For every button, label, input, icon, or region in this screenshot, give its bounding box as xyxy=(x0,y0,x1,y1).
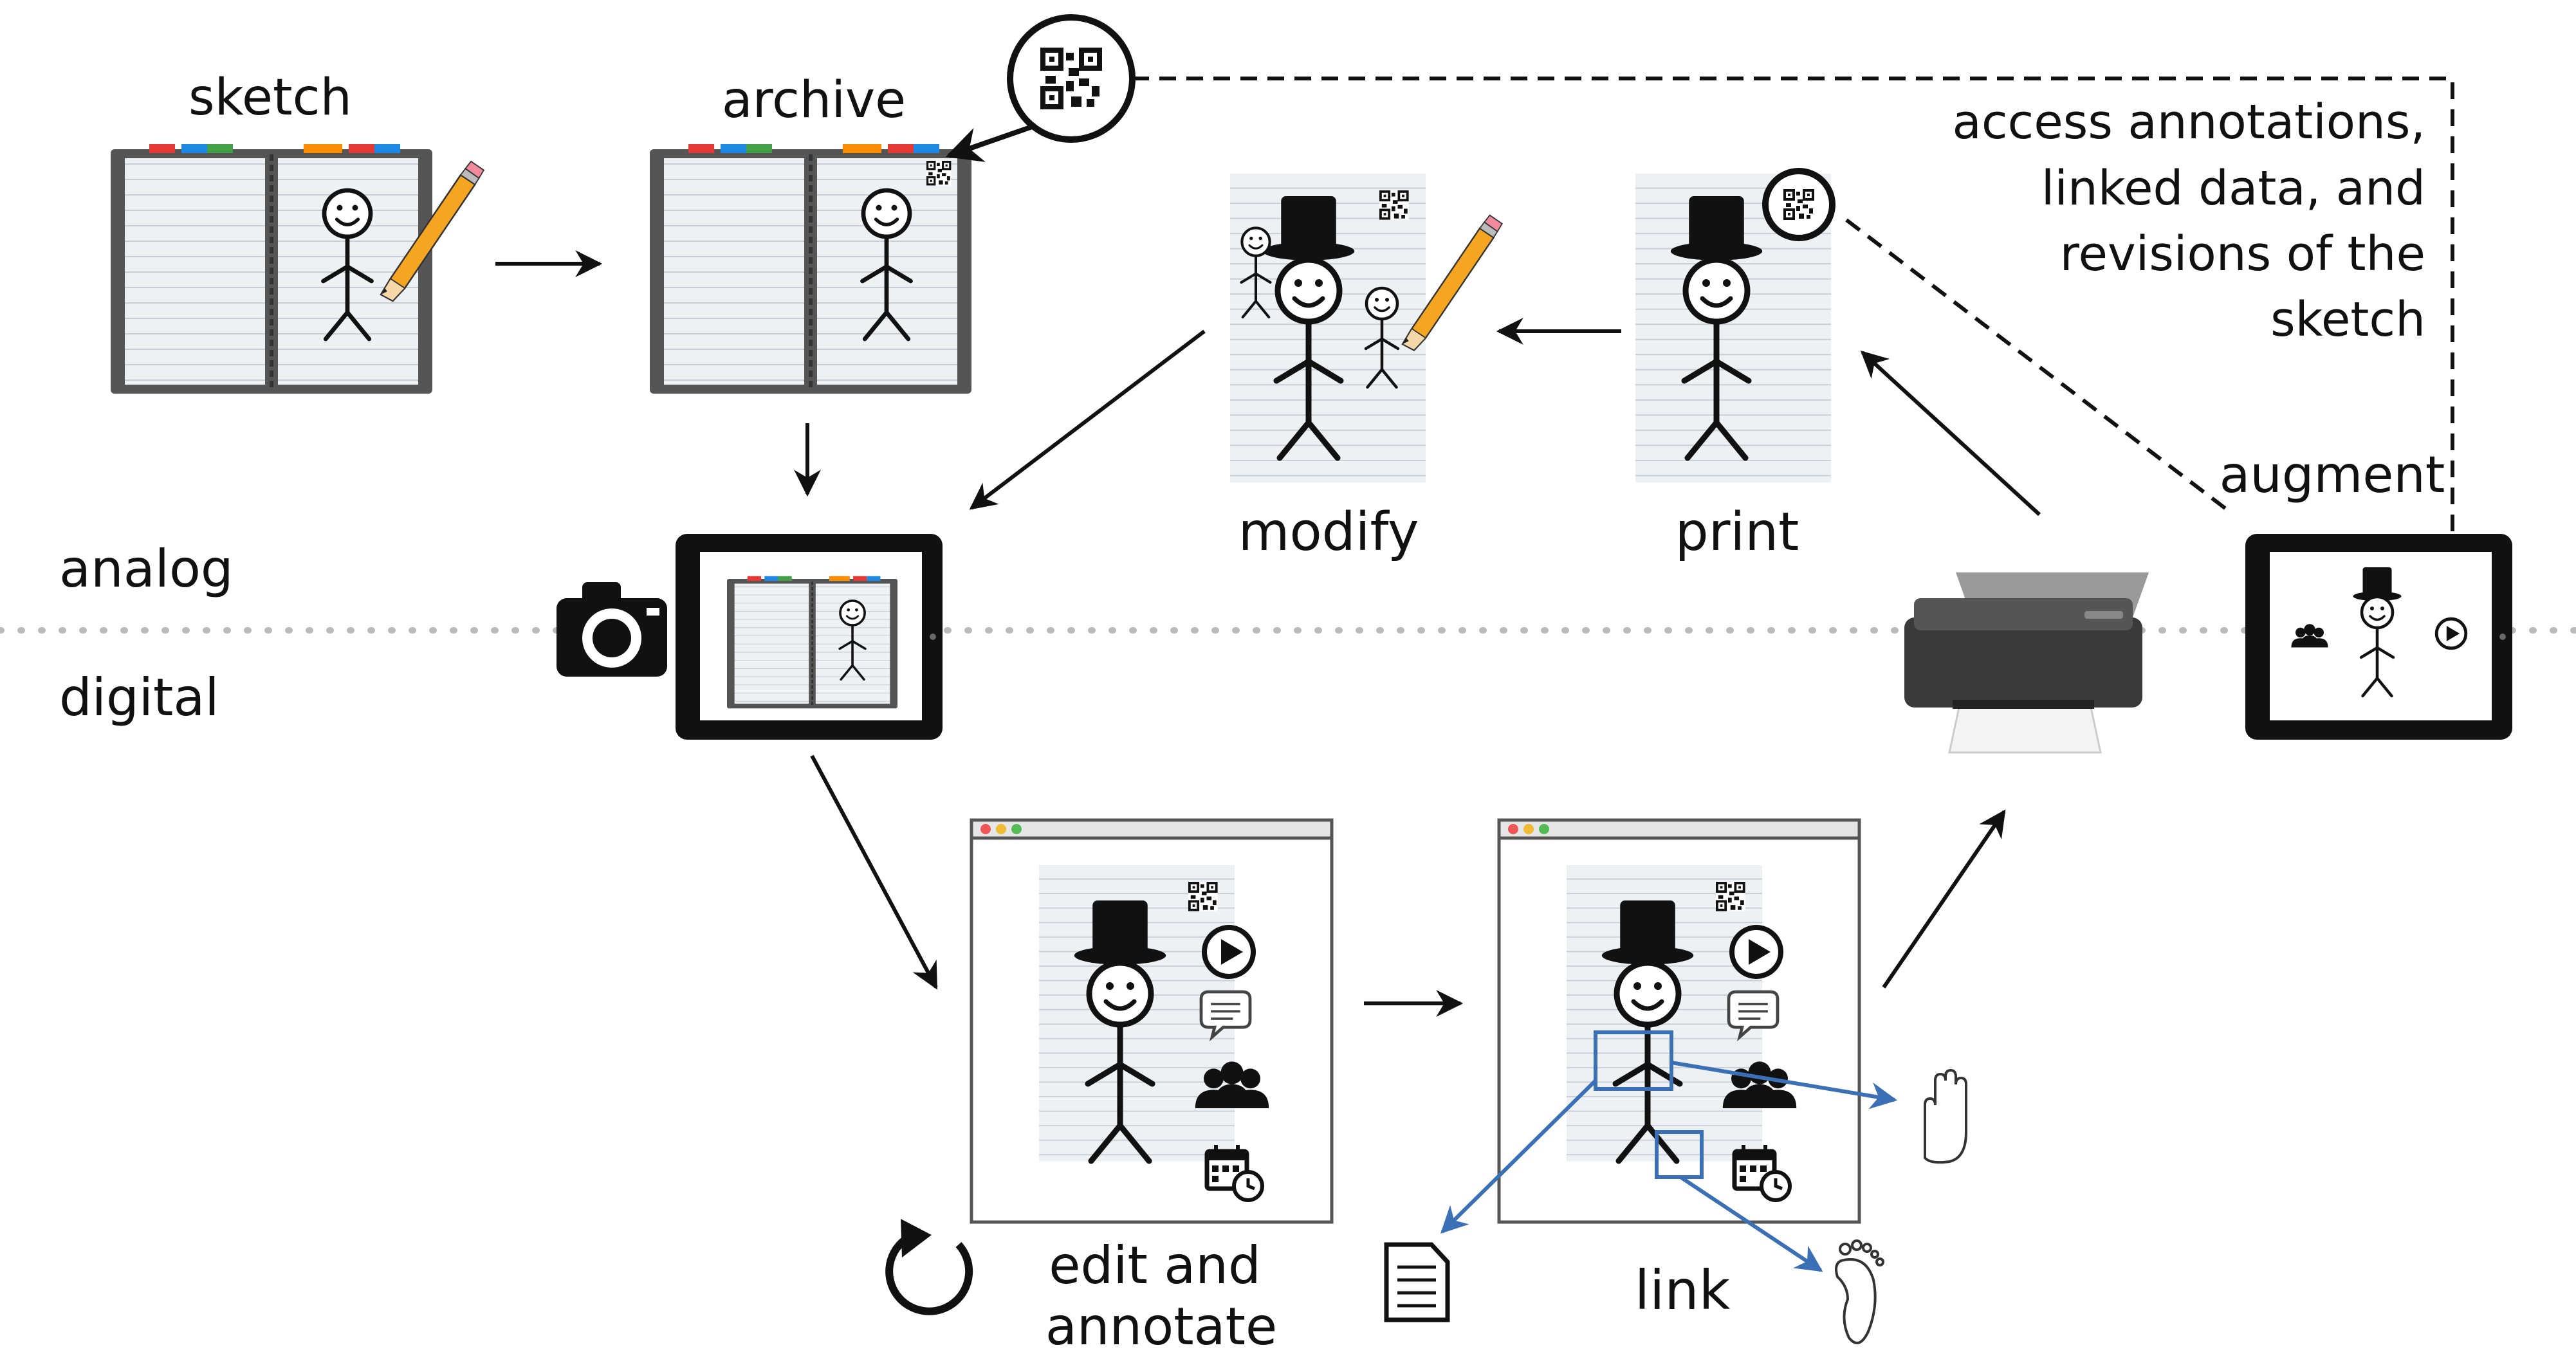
play-icon-link xyxy=(1732,927,1781,976)
access-line-4: sketch xyxy=(2270,292,2425,347)
link-window xyxy=(1497,818,1861,1224)
label-digital: digital xyxy=(59,668,219,727)
label-sketch: sketch xyxy=(189,69,352,127)
link-arrow-document xyxy=(1440,1079,1597,1234)
augment-tablet xyxy=(2245,534,2512,740)
label-edit-line-2: annotate xyxy=(1045,1297,1277,1352)
arrow-link-printer xyxy=(1882,809,2006,989)
modify-sheet xyxy=(1230,174,1426,483)
label-link: link xyxy=(1635,1259,1731,1322)
label-edit-line-1: edit and xyxy=(1049,1236,1261,1295)
arrow-qr-archive xyxy=(945,123,1037,162)
magnifier-icon xyxy=(1762,168,1835,241)
label-print: print xyxy=(1675,502,1799,563)
access-line-3: revisions of the xyxy=(2060,226,2425,282)
access-line-1: access annotations, xyxy=(1953,95,2425,150)
qr-code-icon xyxy=(1007,14,1136,143)
arrow-modify-tablet xyxy=(969,329,1206,510)
printer-icon xyxy=(1904,572,2149,754)
play-icon xyxy=(1204,927,1253,976)
document-icon xyxy=(1384,1242,1450,1322)
link-region-arm xyxy=(1594,1030,1673,1091)
arrow-printer-print xyxy=(1860,351,2041,516)
link-arrow-foot xyxy=(1679,1175,1823,1272)
archive-notebook xyxy=(650,144,971,394)
camera-icon xyxy=(557,582,667,677)
dashed-connector-top xyxy=(1132,77,2454,533)
link-arrow-hand xyxy=(1671,1061,1898,1110)
refresh-icon xyxy=(885,1219,973,1315)
link-region-leg xyxy=(1655,1130,1704,1179)
play-icon-augment xyxy=(2436,619,2466,648)
label-archive: archive xyxy=(722,71,906,129)
edit-window xyxy=(970,818,1334,1224)
footprint-icon xyxy=(1835,1239,1884,1344)
hand-icon xyxy=(1924,1068,1967,1164)
access-annotations-note: access annotations, linked data, and rev… xyxy=(1953,95,2425,347)
arrow-tablet-edit xyxy=(810,754,938,990)
label-augment: augment xyxy=(2220,446,2445,504)
capture-tablet xyxy=(676,534,943,740)
label-analog: analog xyxy=(59,539,234,599)
label-modify: modify xyxy=(1238,502,1419,563)
access-line-2: linked data, and xyxy=(2041,161,2425,216)
sketch-notebook xyxy=(111,144,432,394)
